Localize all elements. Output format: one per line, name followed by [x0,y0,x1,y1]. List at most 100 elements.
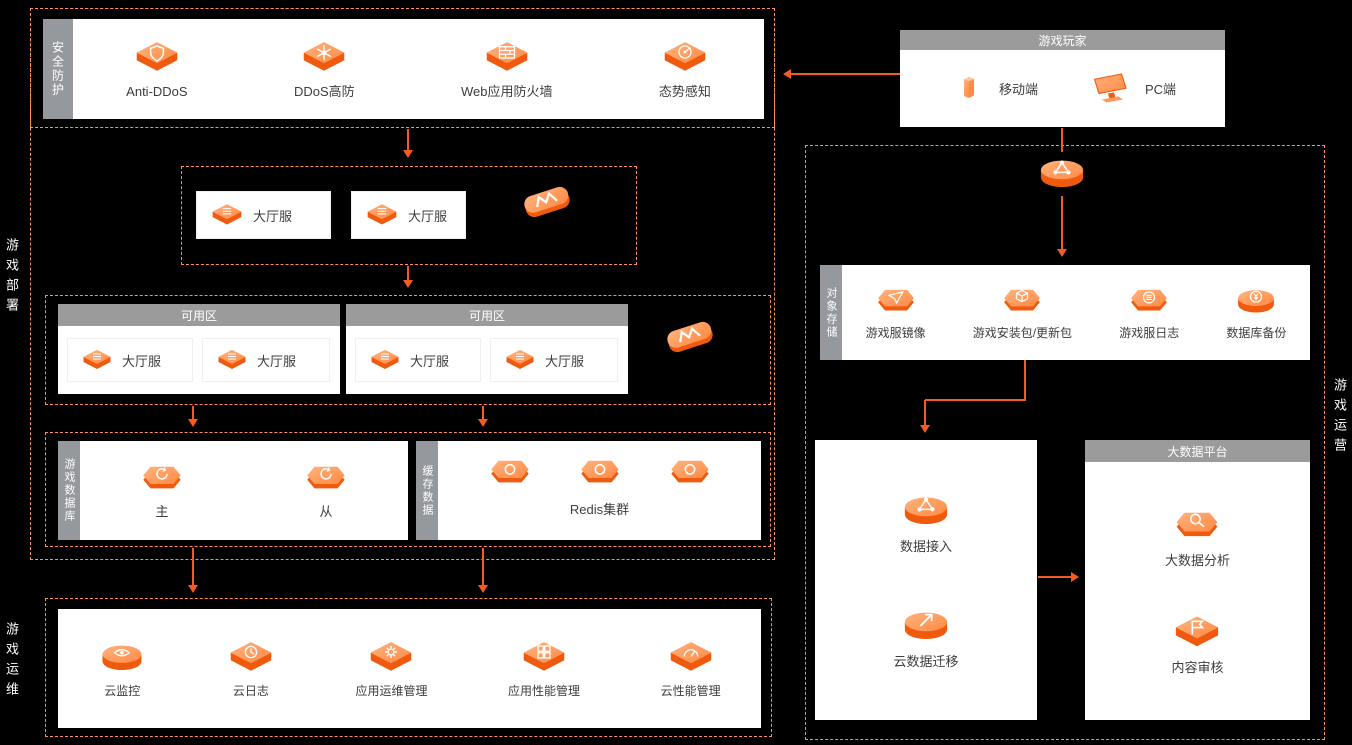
security-item-situation: 态势感知 [659,39,711,100]
zone-server-label: 大厅服 [257,353,297,369]
rail-label-game-operation: 游戏运营 [1332,378,1347,458]
player-mobile: 移动端 [949,68,1038,110]
bigdata-box: 大数据平台 大数据分析 内容审核 [1085,440,1310,720]
zone-2-header: 可用区 [346,304,628,326]
security-item-ddos-pro: DDoS高防 [294,39,355,100]
bigdata-header: 大数据平台 [1085,440,1310,462]
content-audit-icon [1172,613,1222,653]
load-balancer-icon [661,314,719,360]
cloud-monitor-icon [98,639,146,677]
oss-item-db-backup: 数据库备份 [1226,284,1286,340]
region-game-operation [805,145,1325,740]
oss-group: 对象存储 游戏服镜像 游戏安装包/更新包 游戏服日志 数据库备份 [820,265,1310,360]
security-item-label: 态势感知 [658,83,711,99]
zone-server-label: 大厅服 [122,353,162,369]
player-mobile-label: 移动端 [998,82,1038,97]
player-pc-label: PC端 [1144,82,1177,97]
security-item-label: Web应用防火墙 [460,83,553,99]
ops-item-app-ops: 应用运维管理 [355,639,427,698]
ops-item-cloud-perf: 云性能管理 [661,639,721,698]
ops-item-cloud-log: 云日志 [227,639,275,698]
zone-server-label: 大厅服 [545,353,585,369]
ops-item-label: 应用运维管理 [355,683,428,698]
server-icon [365,202,399,229]
zone-1: 可用区 大厅服 大厅服 [58,304,340,394]
redis-cluster-label: Redis集群 [569,502,630,517]
waf-icon [483,39,531,77]
db-slave: 从 [303,461,349,520]
cloud-log-icon [227,639,275,677]
bigdata-body: 大数据分析 内容审核 [1085,462,1310,720]
db-body: 主 从 [80,441,408,540]
bigdata-item-label: 大数据分析 [1164,553,1230,569]
app-ops-icon [367,639,415,677]
group-database: 游戏数据库 主 从 缓存数据 Redis集群 [45,432,771,547]
oss-item-label: 数据库备份 [1226,326,1287,341]
oss-item-install-package: 游戏安装包/更新包 [973,284,1072,340]
lobby-server-label: 大厅服 [408,208,448,224]
redis-icon [577,455,623,491]
oss-tag: 对象存储 [820,265,842,360]
zone-1-body: 大厅服 大厅服 [58,326,340,394]
db-master-label: 主 [155,504,169,520]
server-icon [504,348,536,373]
zone-server-card: 大厅服 [67,338,193,382]
players-box: 游戏玩家 移动端 PC端 [900,30,1225,127]
lobby-server-card: 大厅服 [196,191,331,239]
arrow-lobby-to-zones [403,266,413,288]
db-master-icon [139,461,185,497]
bigdata-item-label: 内容审核 [1171,660,1224,676]
ops-item-label: 云监控 [104,683,141,698]
db-slave-icon [303,461,349,497]
security-item-waf: Web应用防火墙 [460,39,553,100]
data-ingest-icon [900,490,952,532]
security-item-label: Anti-DDoS [126,83,188,99]
dataflow-item-label: 数据接入 [899,539,952,555]
security-item-antiddos: Anti-DDoS [126,39,188,100]
shield-icon [133,39,181,77]
server-icon [369,348,401,373]
ops-item-label: 云性能管理 [660,683,721,698]
ops-item-cloud-monitor: 云监控 [98,639,146,698]
players-header: 游戏玩家 [900,30,1225,50]
group-security: 安全防护 Anti-DDoS DDoS高防 Web应用防火墙 态势感知 [30,8,775,128]
players-body: 移动端 PC端 [900,50,1225,127]
arrow-players-to-security [783,69,900,79]
ops-item-label: 应用性能管理 [508,683,581,698]
line-oss-elbow-down [1024,360,1026,400]
redis-icon [487,455,533,491]
bigdata-item-analysis: 大数据分析 [1165,506,1230,569]
zone-server-card: 大厅服 [355,338,481,382]
rail-label-game-deploy: 游戏部署 [4,238,19,318]
rail-label-game-ops: 游戏运维 [4,622,19,702]
arrow-db-to-ops [188,548,198,593]
group-zones: 可用区 大厅服 大厅服 可用区 大厅服 大厅服 [45,295,771,405]
dataflow-box: 数据接入 云数据迁移 [815,440,1037,720]
load-balancer-icon [518,179,576,225]
zone-server-card: 大厅服 [490,338,618,382]
db-master: 主 [139,461,185,520]
lobby-server-card: 大厅服 [351,191,466,239]
security-item-label: DDoS高防 [293,83,355,99]
dataflow-item-ingest: 数据接入 [900,490,952,555]
server-icon [216,348,248,373]
line-oss-elbow-across [925,399,1026,401]
zone-server-label: 大厅服 [410,353,450,369]
security-panel: Anti-DDoS DDoS高防 Web应用防火墙 态势感知 [73,19,764,119]
server-image-icon [874,284,918,319]
group-lobby-cluster: 大厅服 大厅服 [181,166,637,265]
mobile-icon [949,68,989,110]
arrow-oss-to-dataflow [920,400,930,433]
bigdata-item-audit: 内容审核 [1171,613,1224,676]
pc-icon [1087,69,1135,109]
situation-awareness-icon [661,39,709,77]
cloud-perf-icon [667,639,715,677]
install-package-icon [1000,284,1044,319]
server-icon [81,348,113,373]
oss-item-server-log: 游戏服日志 [1119,284,1179,340]
ops-panel: 云监控 云日志 应用运维管理 应用性能管理 云性能管理 [58,609,761,728]
group-game-ops: 云监控 云日志 应用运维管理 应用性能管理 云性能管理 [45,598,772,737]
ops-item-label: 云日志 [232,683,269,698]
arrow-zone1-to-db [188,406,198,427]
bigdata-analysis-icon [1172,506,1222,546]
